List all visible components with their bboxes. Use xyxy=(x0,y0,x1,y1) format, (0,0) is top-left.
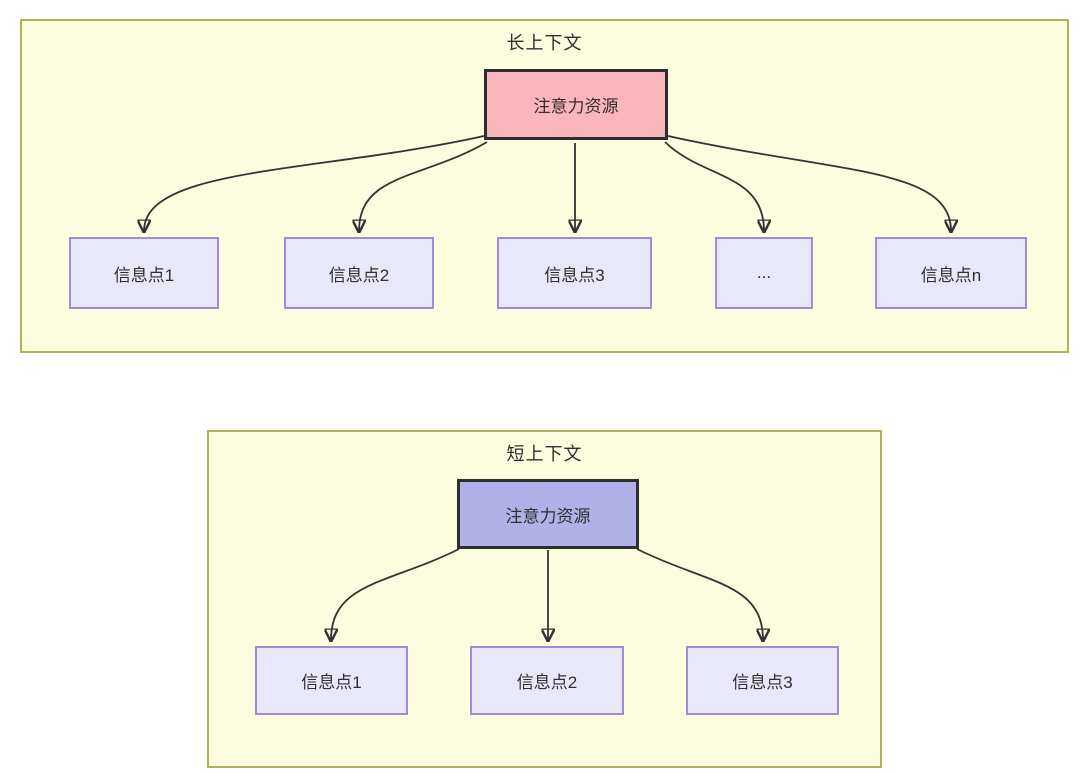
info-node-label: 信息点1 xyxy=(301,673,362,692)
info-node-ellipsis-long: ... xyxy=(715,237,813,309)
info-node-label: 信息点2 xyxy=(516,673,578,692)
short-context-panel: 短上下文 注意力资源 信息点1 信息点2 信息点3 xyxy=(207,430,882,768)
info-node-3-long: 信息点3 xyxy=(497,237,652,309)
info-node-label: 信息点3 xyxy=(544,265,605,285)
info-node-n-long: 信息点n xyxy=(875,237,1027,309)
arrow-to-info-3 xyxy=(636,548,763,640)
arrow-to-info-2 xyxy=(359,141,488,231)
attention-resource-box-short: 注意力资源 xyxy=(457,479,639,549)
info-node-label: 信息点1 xyxy=(113,265,175,285)
arrow-to-info-1 xyxy=(331,548,460,640)
info-node-label: 信息点2 xyxy=(328,265,390,285)
info-node-label: 信息点n xyxy=(920,265,982,285)
info-node-2-short: 信息点2 xyxy=(470,646,624,715)
attention-resource-label: 注意力资源 xyxy=(533,97,619,116)
info-node-2-long: 信息点2 xyxy=(284,237,434,309)
info-node-1-short: 信息点1 xyxy=(255,646,408,715)
attention-resource-label: 注意力资源 xyxy=(505,506,591,526)
info-node-label: 信息点3 xyxy=(732,673,793,692)
info-node-3-short: 信息点3 xyxy=(686,646,839,715)
arrow-to-info-1 xyxy=(144,135,485,231)
long-context-panel: 长上下文 注意力资源 信息点1 信息点2 信息点3 ... 信息点n xyxy=(20,19,1069,353)
info-node-1-long: 信息点1 xyxy=(69,237,219,309)
long-context-title: 长上下文 xyxy=(506,33,583,53)
arrow-to-info-n xyxy=(667,135,951,231)
arrow-to-info-ellipsis xyxy=(664,141,764,231)
attention-resource-box-long: 注意力资源 xyxy=(484,69,668,140)
short-context-title: 短上下文 xyxy=(506,444,583,464)
info-node-label: ... xyxy=(756,263,772,282)
